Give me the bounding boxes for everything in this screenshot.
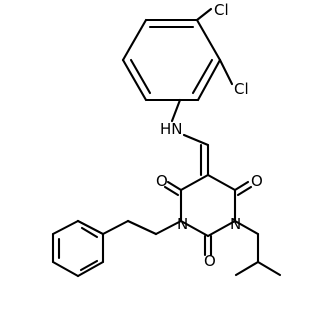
pyrimidinetrione-ring [179, 173, 237, 238]
bond-nh-methylidene [182, 133, 210, 147]
atom-label-oxo-right: O [251, 172, 263, 190]
bond-aryl-nh [170, 98, 182, 123]
atom-label-oxo-left: O [156, 172, 168, 190]
phenyl-ring [51, 219, 105, 278]
exocyclic-double-bond [199, 143, 210, 177]
carbonyl-bottom [203, 234, 213, 257]
dichlorophenyl-ring [121, 18, 222, 102]
bond-cl-ortho [218, 58, 234, 86]
isopropyl-group [233, 219, 282, 277]
atom-label-cl-ortho: Cl [234, 80, 249, 98]
atom-label-cl-meta: Cl [214, 1, 229, 19]
atom-label-ring-n-left: N [177, 215, 188, 233]
atom-label-oxo-bottom: O [204, 252, 216, 270]
carbonyl-left [163, 180, 183, 197]
atom-label-amine: HN [160, 120, 183, 138]
carbonyl-right [233, 180, 253, 197]
atom-label-ring-n-right: N [230, 215, 241, 233]
bond-cl-meta [195, 7, 213, 22]
phenethyl-chain [76, 219, 183, 236]
